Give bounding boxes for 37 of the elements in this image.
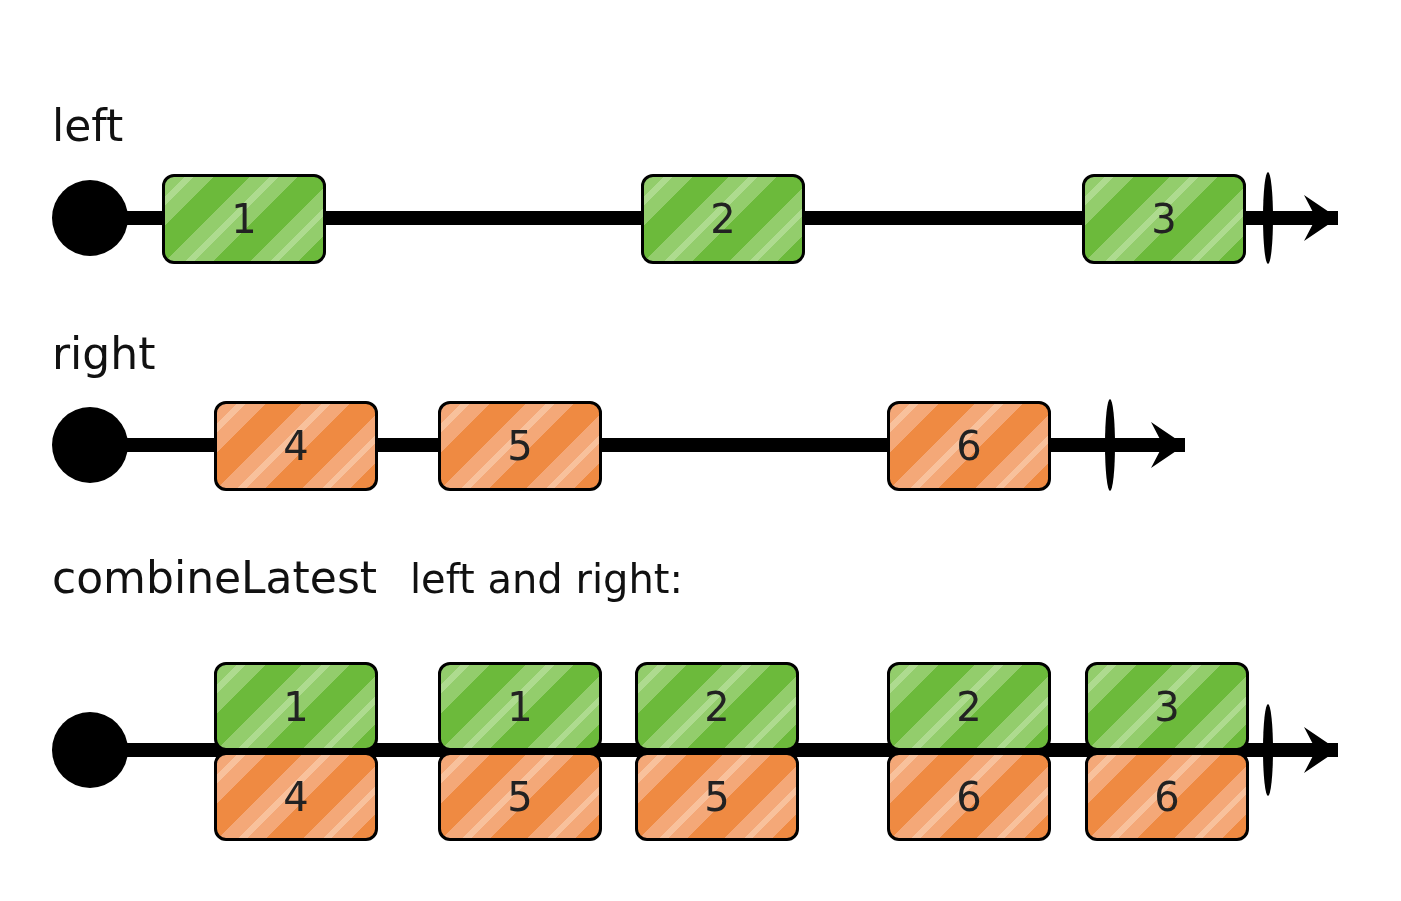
marble-value: 2 xyxy=(704,683,730,730)
marble-box xyxy=(214,401,378,491)
marble-box xyxy=(438,752,602,841)
marble-box xyxy=(438,401,602,491)
marble-box xyxy=(887,401,1051,491)
marble-value: 2 xyxy=(956,683,982,730)
stream-label: left xyxy=(52,100,124,151)
heading-text: combineLatest xyxy=(52,552,378,603)
marble-value: 1 xyxy=(507,683,533,730)
marble-value: 4 xyxy=(283,773,309,820)
marble-value: 6 xyxy=(956,773,982,820)
marble-value: 5 xyxy=(507,423,533,469)
marble-value: 2 xyxy=(710,196,736,242)
marble-box xyxy=(438,662,602,751)
marble-value: 3 xyxy=(1151,196,1177,242)
marble-box xyxy=(214,752,378,841)
marble-box xyxy=(1082,174,1246,264)
marble-value: 1 xyxy=(283,683,309,730)
marble-box xyxy=(635,662,799,751)
marble-value: 1 xyxy=(231,196,257,242)
timeline-arrow xyxy=(126,727,1338,773)
marble-value: 6 xyxy=(1154,773,1180,820)
marble-box xyxy=(641,174,805,264)
marble-value: 4 xyxy=(283,423,309,469)
marble-box xyxy=(635,752,799,841)
marble-box xyxy=(887,662,1051,751)
marble-value: 6 xyxy=(956,423,982,469)
marble-box xyxy=(1085,752,1249,841)
stream-label: right xyxy=(52,328,156,379)
marble-value: 3 xyxy=(1154,683,1180,730)
marble-box xyxy=(887,752,1051,841)
marble-box xyxy=(214,662,378,751)
marble-box xyxy=(1085,662,1249,751)
marble-box xyxy=(162,174,326,264)
heading-text: left and right: xyxy=(410,556,683,602)
marble-value: 5 xyxy=(704,773,730,820)
marble-value: 5 xyxy=(507,773,533,820)
